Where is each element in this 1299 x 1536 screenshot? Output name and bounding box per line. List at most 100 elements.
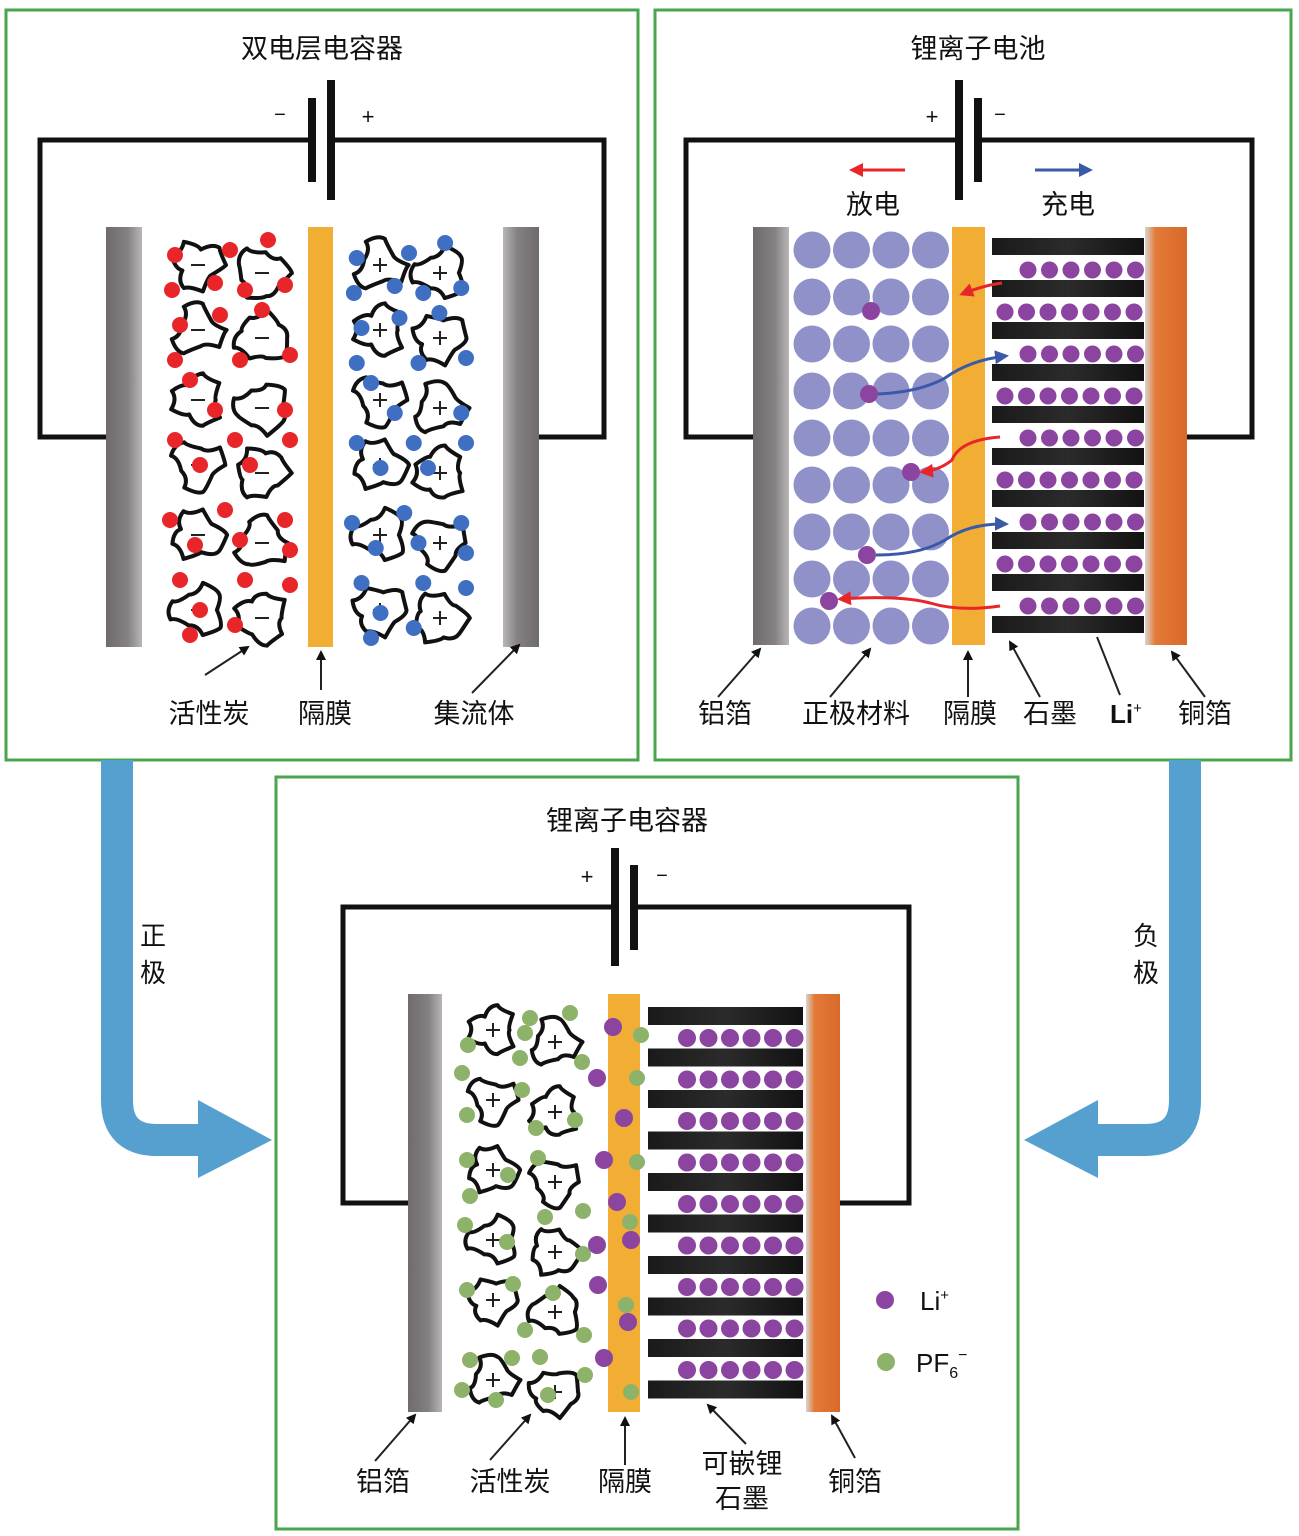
pf6-anion-icon (575, 1203, 591, 1219)
anion-icon (386, 405, 403, 421)
cation-icon (232, 352, 248, 368)
lic-activated-carbon (463, 1003, 585, 1421)
cation-icon (227, 432, 243, 448)
cation-icon (232, 532, 248, 548)
carbon-particle (169, 440, 228, 495)
li-ion-icon (721, 1278, 739, 1296)
cation-icon (164, 282, 180, 298)
positive-electrode-flow-arrow (101, 760, 272, 1178)
carbon-particle (526, 1370, 581, 1421)
li-ion-icon (1062, 429, 1080, 447)
anion-icon (458, 435, 474, 451)
cathode-particle (833, 372, 870, 410)
carbon-particle (169, 300, 229, 356)
cathode-particle (833, 231, 870, 269)
pf6-anion-icon (537, 1209, 553, 1225)
li-ion-icon (1019, 597, 1037, 615)
cation-icon (242, 457, 258, 473)
lic-aluminum-foil (408, 994, 442, 1412)
lib-label-cathode-material: 正极材料 (802, 699, 910, 730)
pf6-anion-icon (462, 1188, 478, 1204)
li-ion-icon (1127, 261, 1144, 279)
pf6-anion-icon (528, 1120, 544, 1136)
edlc-battery-short-plate (308, 98, 316, 182)
anion-icon (405, 620, 422, 636)
cation-icon (260, 232, 276, 248)
li-ion-icon (1039, 471, 1057, 489)
li-ion-icon (699, 1070, 718, 1089)
li-ion-icon (764, 1236, 782, 1255)
lic-pointer-al-foil (374, 1413, 417, 1462)
carbon-particle (169, 371, 222, 428)
li-ion-icon (785, 1319, 804, 1338)
li-ion-icon (742, 1112, 761, 1130)
li-ion-icon (1084, 261, 1101, 279)
anion-icon (372, 460, 389, 476)
li-ion-icon (742, 1319, 761, 1338)
li-ion-icon (1084, 429, 1101, 447)
edlc-plus-sign: + (362, 104, 375, 129)
anion-icon (386, 278, 403, 294)
li-ion-icon (604, 1018, 622, 1036)
anion-icon (367, 540, 384, 556)
anion-icon (363, 375, 379, 391)
li-ion-icon (678, 1195, 696, 1213)
li-ion-icon (1039, 555, 1057, 573)
lic-panel: 锂离子电容器 + − Li+ PF6− 铝箔 活性炭 隔膜 可嵌锂 石墨 铜箔 (340, 806, 967, 1515)
li-ion-icon (742, 1029, 761, 1047)
legend-li-ion-icon (876, 1291, 894, 1309)
li-ion-icon (1041, 513, 1058, 531)
pf6-anion-icon (575, 1246, 591, 1262)
cathode-particle (793, 278, 831, 316)
lib-label-al-foil: 铝箔 (698, 699, 752, 730)
graphite-layer (992, 448, 1144, 465)
li-ion-icon (764, 1319, 782, 1338)
cathode-particle (833, 466, 870, 504)
lib-label-cu-foil: 铜箔 (1178, 699, 1232, 730)
edlc-panel: 双电层电容器 − + 活性炭 隔膜 集流体 (37, 34, 607, 730)
li-ion-icon (1105, 261, 1123, 279)
cation-icon (282, 432, 298, 448)
carbon-particle (465, 1076, 521, 1128)
cation-icon (282, 347, 298, 363)
anion-icon (372, 605, 389, 621)
carbon-particle (527, 1160, 581, 1211)
li-ion-icon (699, 1319, 718, 1338)
cathode-particle (872, 466, 910, 504)
anion-icon (453, 405, 470, 421)
anion-icon (458, 350, 474, 366)
edlc-minus-sign: − (274, 104, 286, 126)
li-ion-icon (1104, 555, 1121, 573)
cation-icon (192, 602, 208, 618)
li-ion-icon (785, 1195, 804, 1213)
cation-icon (187, 537, 203, 553)
li-ion-icon (742, 1195, 761, 1213)
cation-icon (217, 502, 233, 518)
anion-icon (458, 545, 474, 561)
carbon-particle (410, 443, 465, 500)
lic-label-lithiatable: 可嵌锂 (702, 1449, 783, 1480)
lib-title: 锂离子电池 (911, 34, 1046, 65)
pf6-anion-icon (567, 1112, 583, 1128)
graphite-layer (992, 406, 1144, 423)
cathode-particle (833, 607, 870, 645)
cation-icon (222, 242, 238, 258)
cathode-particle (833, 419, 870, 457)
li-ion-icon (721, 1361, 739, 1379)
pf6-anion-icon (514, 1082, 530, 1098)
cathode-particle (793, 372, 831, 410)
li-ion-icon (622, 1231, 640, 1249)
pf6-anion-icon (618, 1297, 634, 1313)
pf6-anion-icon (577, 1367, 593, 1383)
pf6-anion-icon (454, 1382, 470, 1398)
pf6-anion-icon (540, 1387, 556, 1403)
lic-label-al-foil: 铝箔 (356, 1467, 410, 1498)
carbon-particle (414, 591, 472, 645)
li-ion-icon (699, 1278, 718, 1296)
lic-wire-right (637, 904, 912, 1206)
carbon-particle (231, 382, 287, 438)
li-ion-icon (785, 1153, 804, 1172)
lib-minus-sign: − (994, 104, 1006, 126)
anion-icon (348, 435, 365, 451)
li-ion-icon (721, 1070, 739, 1089)
